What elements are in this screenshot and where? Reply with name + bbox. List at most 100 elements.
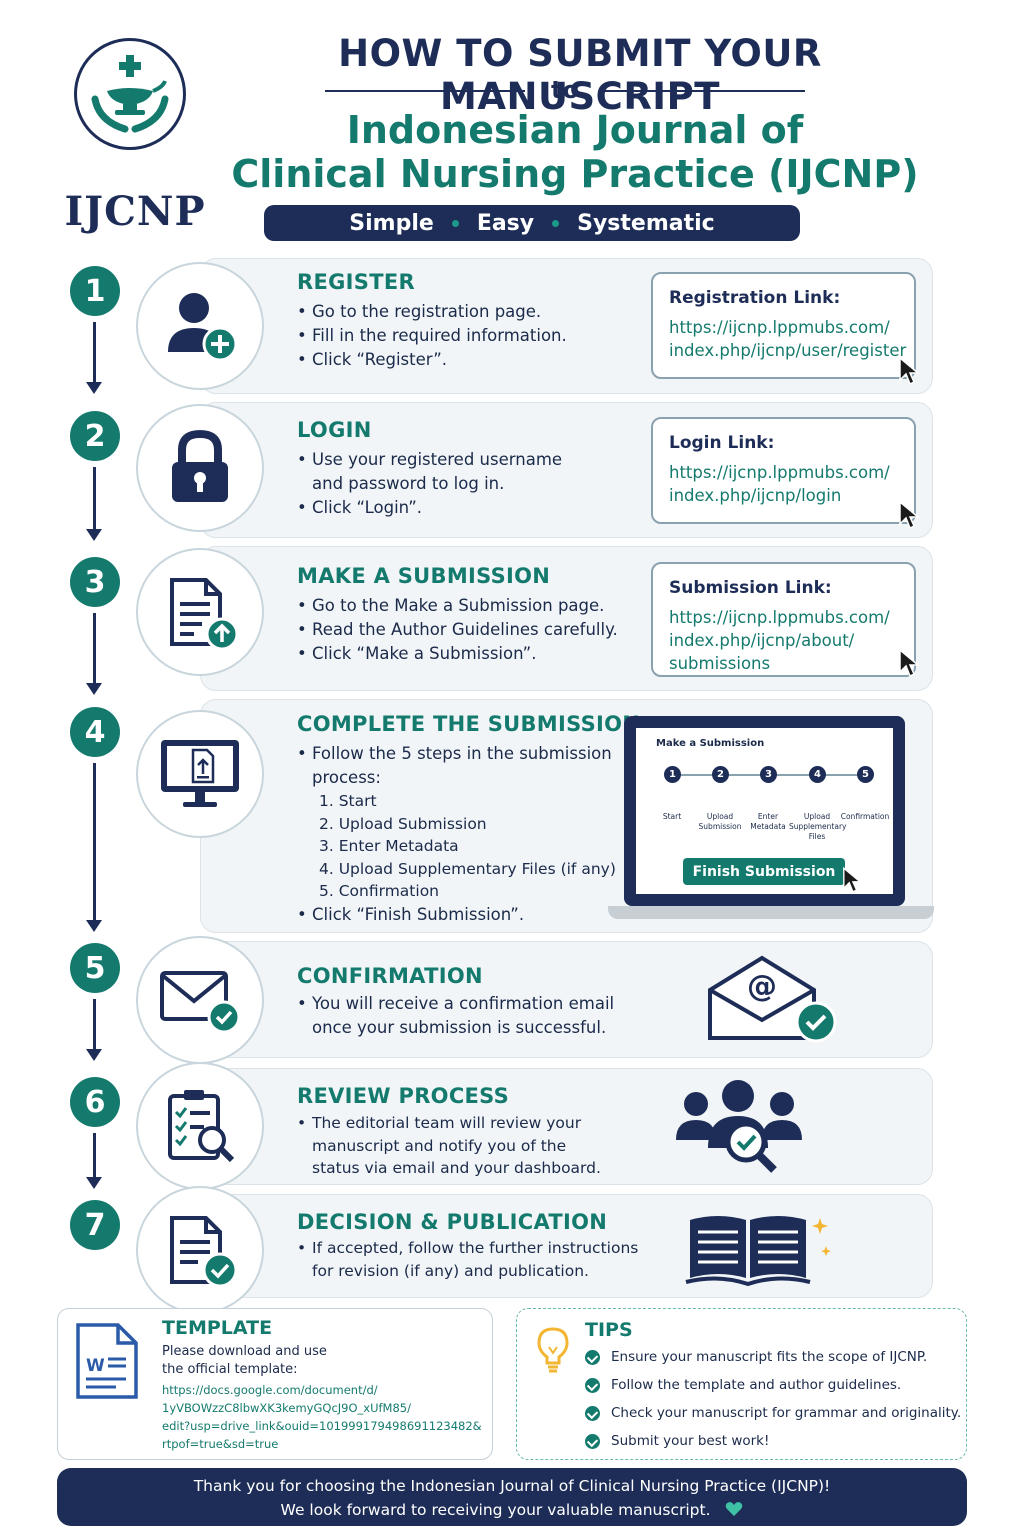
step-bullets: The editorial team will review your manu… [297,1112,601,1180]
footer-banner: Thank you for choosing the Indonesian Jo… [57,1468,967,1526]
step-icon-circle [136,262,264,390]
tips-title: TIPS [585,1319,633,1341]
bullet: Click “Make a Submission”. [297,642,618,666]
step-title: REGISTER [297,270,415,294]
step-bullets: Use your registered username and passwor… [297,448,562,520]
tips-box: TIPS Ensure your manuscript fits the sco… [516,1308,967,1460]
divider-line-right [605,90,805,92]
registration-link[interactable]: https://ijcnp.lppmubs.com/ index.php/ijc… [669,316,907,362]
step-icon-circle [136,548,264,676]
bullet: Click “Register”. [297,348,567,372]
template-url-line[interactable]: https://docs.google.com/document/d/ [162,1383,378,1397]
laptop-step-label: Confirmation [840,812,890,821]
timeline-arrow [86,322,102,394]
link-url-line[interactable]: index.php/ijcnp/about/ [669,631,855,650]
template-link[interactable]: https://docs.google.com/document/d/ 1yVB… [162,1381,482,1453]
tip-item: Submit your best work! [585,1427,961,1455]
tagline-dot [451,219,459,227]
link-url-line[interactable]: https://ijcnp.lppmubs.com/ [669,318,890,337]
bullet-continuation: manuscript and notify you of the [312,1136,567,1155]
laptop-heading: Make a Submission [656,738,765,749]
bullet: Fill in the required information. [297,324,567,348]
journal-logo: IJCNP [60,38,210,235]
login-link[interactable]: https://ijcnp.lppmubs.com/ index.php/ijc… [669,461,898,507]
timeline-arrow [86,999,102,1061]
link-label: Submission Link: [669,578,832,598]
mail-check-icon [160,971,241,1034]
submission-link-box[interactable]: Submission Link: https://ijcnp.lppmubs.c… [651,562,916,677]
tagline-dot [552,219,560,227]
link-url-line[interactable]: index.php/ijcnp/login [669,486,842,505]
tagline-systematic: Systematic [577,210,715,236]
tip-text: Submit your best work! [611,1433,770,1449]
lock-icon [172,429,228,502]
footer-line2-text: We look forward to receiving your valuab… [280,1501,711,1519]
step-bullets: You will receive a confirmation email on… [297,992,614,1040]
bullet-continuation: for revision (if any) and publication. [312,1261,589,1280]
bullet: The editorial team will review your [297,1112,601,1135]
monitor-upload-icon [161,740,239,807]
substep: 1. Start [319,792,377,810]
link-url-line[interactable]: https://ijcnp.lppmubs.com/ [669,608,890,627]
to-divider: to [325,76,805,106]
step-number: 4 [70,707,120,757]
laptop-step-circle: 3 [760,766,777,783]
check-icon [585,1350,600,1365]
cursor-icon [899,500,920,530]
link-url-line[interactable]: submissions [669,654,771,673]
tip-text: Check your manuscript for grammar and or… [611,1405,962,1421]
laptop-step-circle: 4 [809,766,826,783]
link-url-line[interactable]: index.php/ijcnp/user/register [669,341,907,360]
heart-icon [726,1502,743,1516]
laptop-step-label: Start [662,812,682,821]
timeline-arrow [86,763,102,932]
link-label: Login Link: [669,433,775,453]
lightbulb-icon [537,1327,569,1373]
login-link-box[interactable]: Login Link: https://ijcnp.lppmubs.com/ i… [651,417,916,524]
tagline-simple: Simple [349,210,434,236]
link-url-line[interactable]: https://ijcnp.lppmubs.com/ [669,463,890,482]
laptop-step-label: Enter Metadata [750,812,786,831]
tip-text: Follow the template and author guideline… [611,1377,902,1393]
template-title: TEMPLATE [162,1317,273,1339]
timeline-arrow [86,1133,102,1189]
tagline-easy: Easy [476,210,535,236]
clipboard-search-icon [168,1090,235,1163]
svg-text:W: W [86,1356,105,1376]
finish-submission-button[interactable]: Finish Submission [683,858,845,885]
registration-link-box[interactable]: Registration Link: https://ijcnp.lppmubs… [651,272,916,379]
substep: 3. Enter Metadata [319,837,459,855]
step-title: LOGIN [297,418,372,442]
page-title: HOW TO SUBMIT YOUR MANUSCRIPT [338,32,822,118]
to-label: to [551,76,579,104]
substep: 5. Confirmation [319,882,439,900]
step-bullets: Go to the registration page. Fill in the… [297,300,567,372]
template-url-line[interactable]: 1yVBOWzzC8lbwXK3kemyGQcJ9O_xUfM85/ [162,1401,411,1415]
template-url-line[interactable]: edit?usp=drive_link&ouid=101999179498691… [162,1419,482,1433]
template-url-line[interactable]: rtpof=true&sd=true [162,1437,279,1451]
cursor-icon [843,866,862,893]
svg-text:@: @ [747,969,777,1004]
template-box: W TEMPLATE Please download and use the o… [57,1308,493,1460]
step-title: COMPLETE THE SUBMISSION [297,712,641,736]
step-title: REVIEW PROCESS [297,1084,510,1108]
laptop-step-label: Upload Submission [698,812,742,831]
word-document-icon: W [76,1323,138,1399]
cursor-icon [899,356,920,386]
bullet-continuation: status via email and your dashboard. [312,1159,601,1177]
step-icon-circle [136,1186,264,1314]
check-icon [585,1378,600,1393]
template-text-line: Please download and use [162,1344,327,1359]
check-icon [585,1406,600,1421]
divider-line-left [325,90,525,92]
bullet: Follow the 5 steps in the submission [297,742,616,766]
step-number: 6 [70,1077,120,1127]
submission-link[interactable]: https://ijcnp.lppmubs.com/ index.php/ijc… [669,606,898,675]
step-bullets: Follow the 5 steps in the submission pro… [297,742,616,927]
bullet: Click “Finish Submission”. [297,903,616,927]
step-icon-circle [136,936,264,1064]
tagline-banner: Simple Easy Systematic [264,205,800,241]
timeline-arrow [86,613,102,695]
template-text-line: the official template: [162,1362,298,1377]
